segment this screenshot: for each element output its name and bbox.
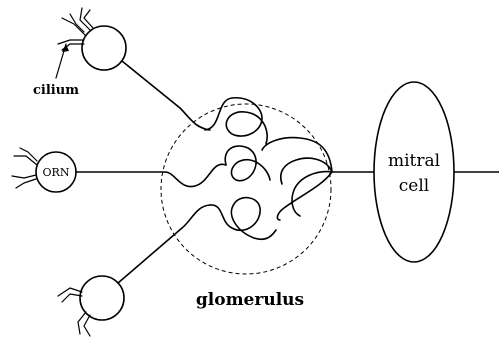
receptor-neuron-middle: ORN	[11, 147, 227, 193]
mitral-cell-body	[373, 81, 455, 263]
mitral-label-line1: mitral	[388, 151, 440, 171]
synapse-loop-top	[204, 97, 268, 145]
cilia-bottom	[57, 287, 91, 337]
dendrite-lower	[276, 171, 333, 221]
axon-middle	[75, 163, 227, 188]
glomerulus-boundary	[160, 103, 332, 275]
synapse-loop-bottom	[209, 196, 277, 241]
axon-bottom	[117, 204, 211, 284]
cilium-arrowhead-icon	[62, 44, 69, 52]
orn-label: ORN	[43, 166, 70, 179]
mitral-label-line2: cell	[399, 176, 429, 196]
axon-top	[121, 60, 211, 131]
dendrite-upper	[261, 136, 333, 173]
neuron-soma-bottom	[79, 275, 125, 321]
glomerulus-label: glomerulus	[196, 290, 304, 310]
receptor-neuron-bottom	[57, 204, 211, 337]
cilia-middle	[11, 147, 38, 189]
dendrite-mid-upper	[280, 157, 333, 185]
glomerular-synapses	[204, 97, 277, 241]
dendrite-mid-lower	[291, 170, 333, 217]
neuron-soma-top	[81, 25, 127, 71]
cilia-top	[57, 7, 94, 51]
receptor-neuron-top	[57, 7, 211, 131]
synapse-loop-middle	[224, 145, 271, 182]
mitral-dendrites	[261, 136, 375, 221]
cilium-annotation: cilium	[33, 43, 79, 98]
cilium-label: cilium	[33, 83, 79, 98]
